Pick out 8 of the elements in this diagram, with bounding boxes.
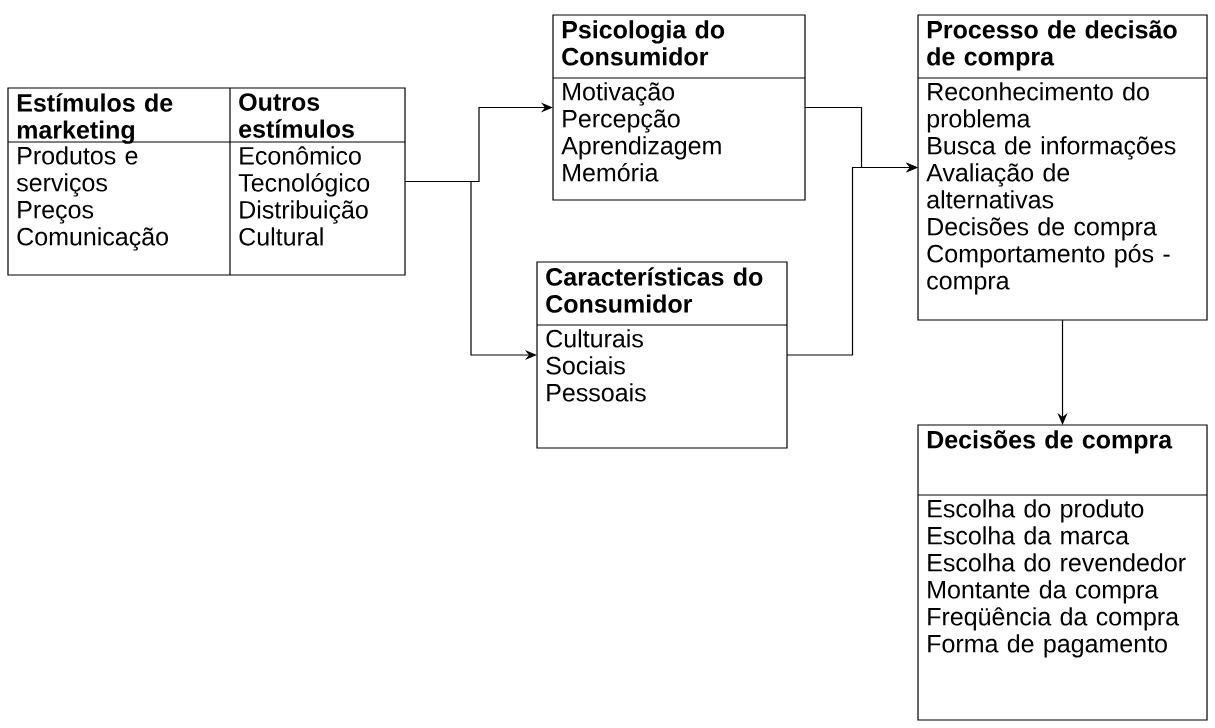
- table-column: Estímulos de marketing Produtos e serviços Preços Comunicação: [7, 93, 231, 251]
- table-box: [7, 87, 406, 276]
- text-box: Psicologia do Consumidor Motivação Percepção Aprendizagem Memória: [552, 14, 806, 201]
- text-box: Processo de decisão de compra Reconhecimento do problema Busca de informações Avaliação de alternativas Decisões de compra Comportamento pós - compra: [917, 14, 1208, 321]
- table-column: Outros estímulos Econômico Tecnológico Distribuição Cultural: [229, 93, 406, 246]
- text-box: Decisões de compra Escolha do produto Escolha da marca Escolha do revendedor Montante da compra Freqüência da compra Forma de pagamento: [917, 424, 1208, 721]
- text-box: Características do Consumidor Culturais Sociais Pessoais: [536, 261, 788, 449]
- arrow: [786, 162, 918, 356]
